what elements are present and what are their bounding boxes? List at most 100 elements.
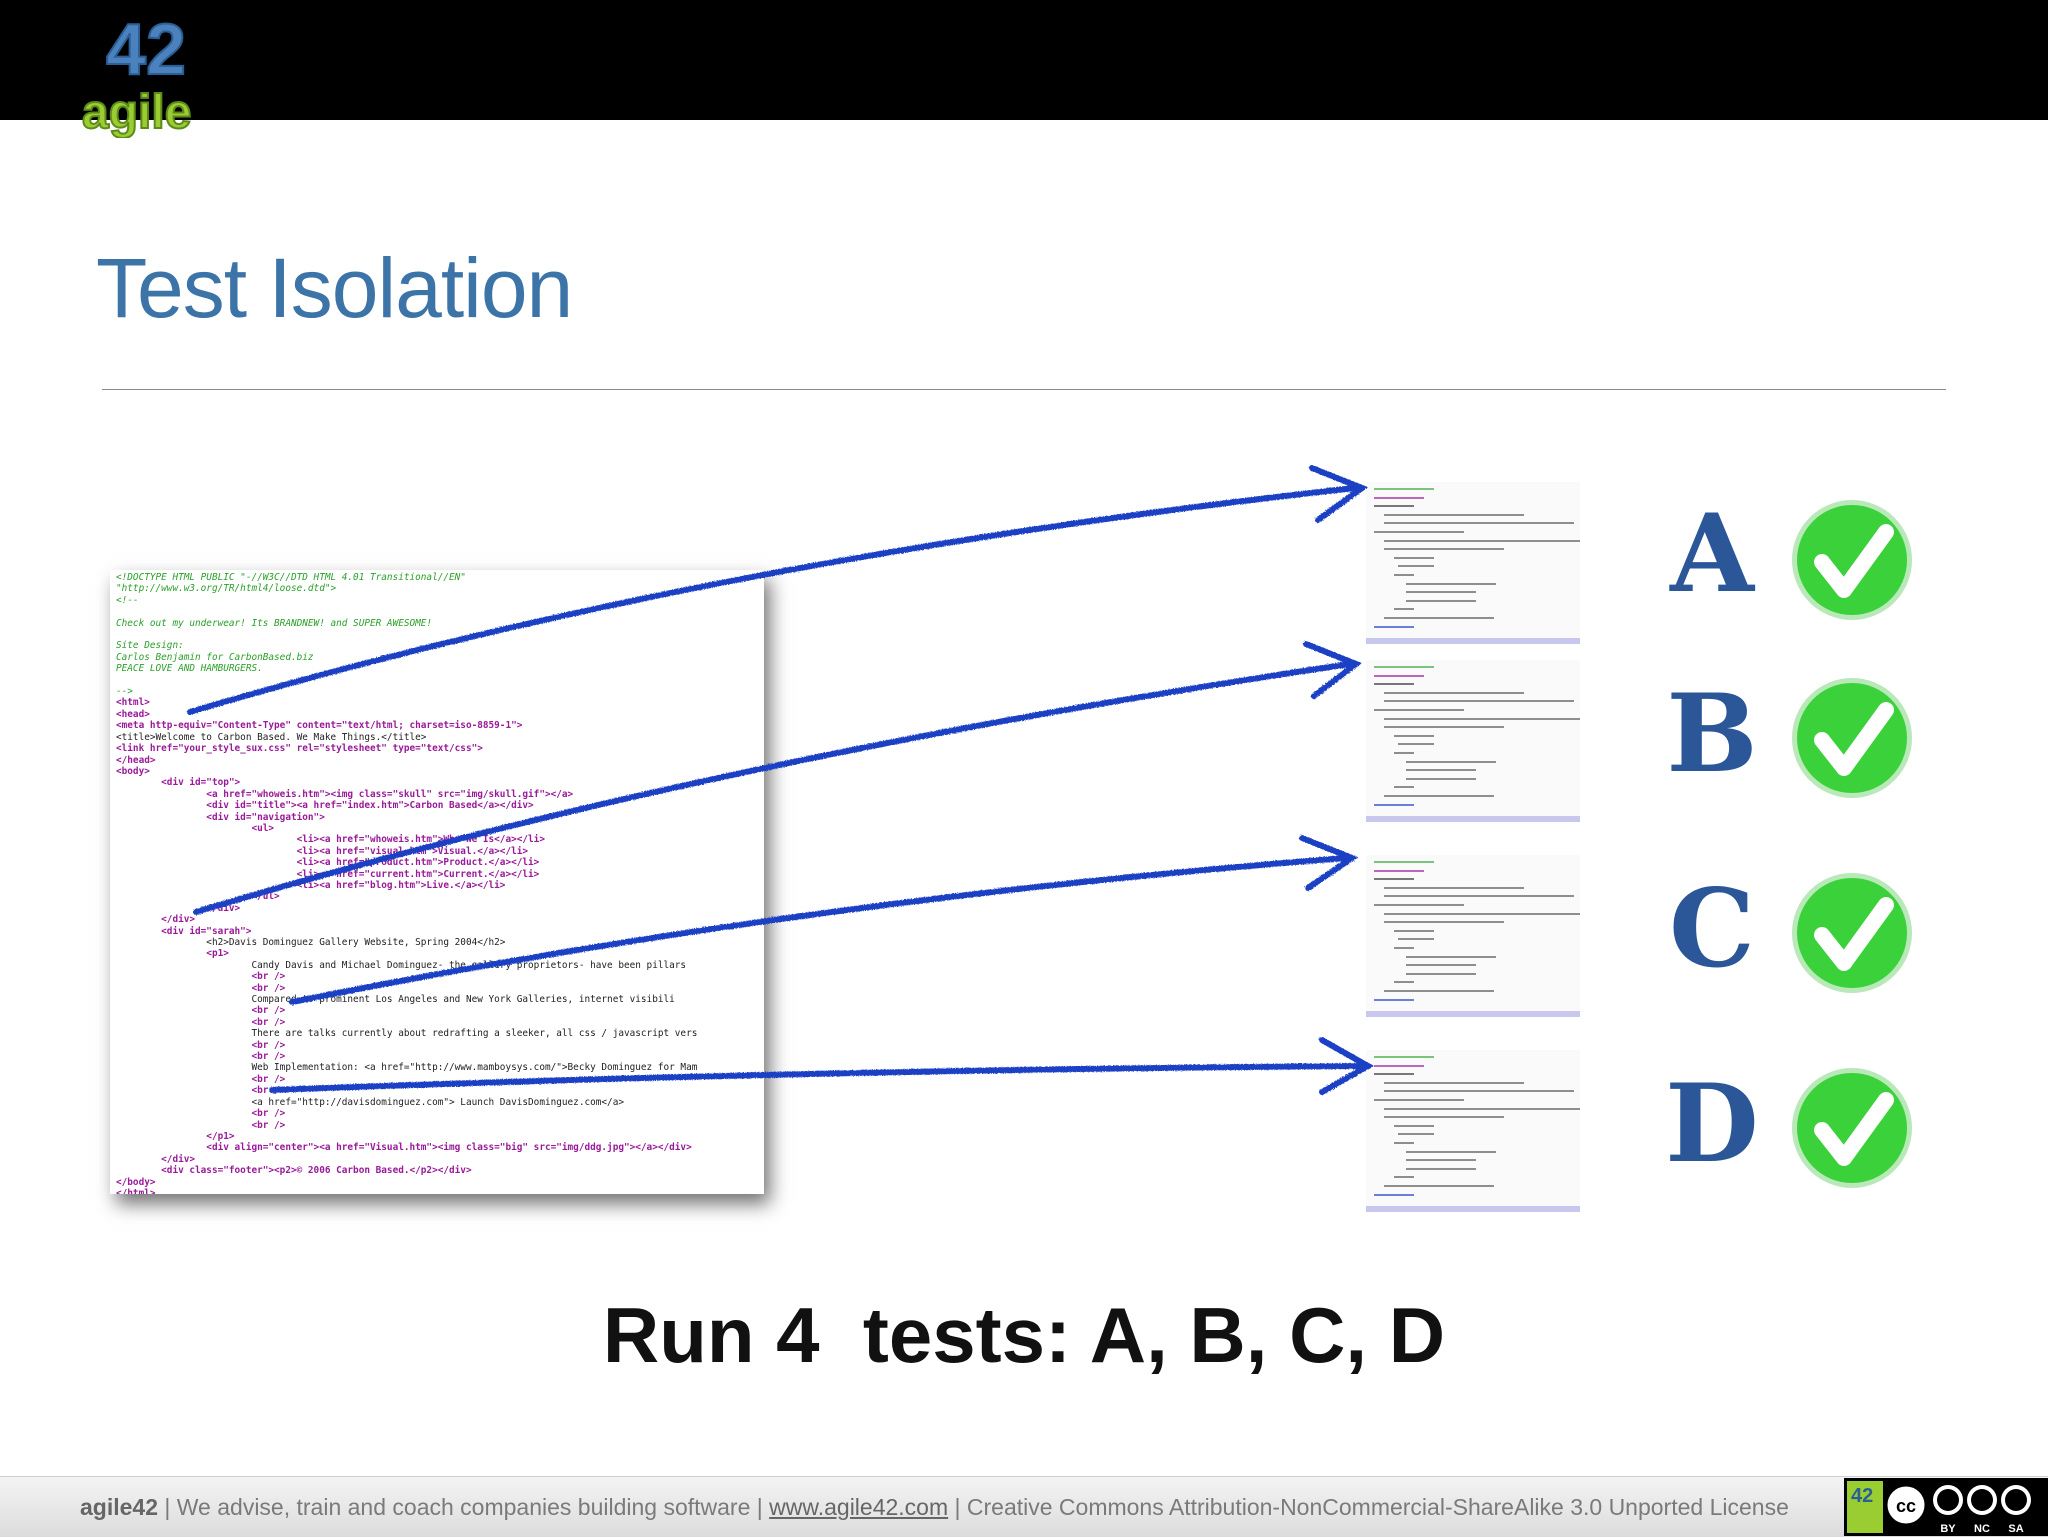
thumbnail-code-line	[1406, 599, 1476, 602]
test-code-thumbnail-d	[1366, 1050, 1580, 1212]
thumbnail-code-line	[1374, 803, 1414, 806]
thumbnail-code-line	[1406, 964, 1476, 967]
source-code-line: </head>	[116, 754, 156, 766]
thumbnail-code-line	[1406, 769, 1476, 772]
thumbnail-code-line	[1384, 886, 1524, 889]
thumbnail-code-line	[1394, 1124, 1434, 1127]
source-code-line: <br />	[116, 1108, 286, 1120]
thumbnail-code-line	[1384, 548, 1504, 551]
source-code-line: <br />	[116, 1005, 286, 1017]
thumbnail-code-line	[1398, 1133, 1434, 1136]
thumbnail-code-line	[1384, 700, 1574, 703]
footer-brand: agile42	[80, 1494, 158, 1520]
footer-separator: |	[158, 1494, 177, 1520]
source-code-line: </html>	[116, 1187, 156, 1194]
svg-text:cc: cc	[1896, 1496, 1916, 1516]
thumbnail-code-line	[1384, 513, 1524, 516]
thumbnail-code-line	[1406, 1150, 1496, 1153]
source-code-line: <br />	[116, 1119, 286, 1131]
source-code-line: <div id="navigation">	[116, 811, 325, 823]
html-source-document: <!DOCTYPE HTML PUBLIC "-//W3C//DTD HTML …	[110, 570, 764, 1194]
test-label-d: D	[1665, 1061, 1759, 1187]
thumbnail-code-line	[1374, 1193, 1414, 1196]
test-label-a: A	[1670, 491, 1754, 617]
green-check-icon	[1792, 500, 1912, 620]
logo-number: 42	[106, 10, 186, 90]
source-code-line: <li><a href="product.htm">Product.</a></…	[116, 857, 540, 869]
source-code-line: Check out my underwear! Its BRANDNEW! an…	[116, 617, 433, 629]
thumbnail-code-line	[1374, 683, 1414, 686]
badge-label-by: BY	[1940, 1523, 1956, 1535]
source-code-line: </div>	[116, 902, 241, 914]
source-code-line: PEACE LOVE AND HAMBURGERS.	[116, 663, 263, 675]
source-code-line: <li><a href="whoweis.htm">Who We Is</a><…	[116, 834, 545, 846]
source-code-line: <li><a href="blog.htm">Live.</a></li>	[116, 879, 506, 891]
thumbnail-code-line	[1384, 895, 1574, 898]
source-code-line: <br />	[116, 1051, 286, 1063]
source-code-line: <br />	[116, 971, 286, 983]
source-code-line: Carlos Benjamin for CarbonBased.biz	[116, 651, 314, 663]
thumbnail-code-line	[1394, 947, 1414, 949]
thumbnail-code-line	[1374, 1099, 1464, 1101]
thumbnail-code-line	[1394, 752, 1414, 754]
thumbnail-code-line	[1384, 617, 1494, 619]
cc-license-badge-icon[interactable]: 42 cc BY NC SA	[1844, 1478, 2048, 1536]
thumbnail-code-line	[1384, 1081, 1524, 1084]
thumbnail-code-line	[1384, 522, 1574, 525]
source-code-lines: <!DOCTYPE HTML PUBLIC "-//W3C//DTD HTML …	[116, 572, 697, 1194]
thumbnail-code-line	[1384, 795, 1494, 797]
footer-separator: |	[948, 1494, 967, 1520]
green-check-icon	[1792, 678, 1912, 798]
thumbnail-code-line	[1384, 912, 1580, 915]
source-code-line: <html>	[116, 697, 150, 709]
slide-title: Test Isolation	[96, 241, 573, 335]
thumbnail-code-line	[1398, 565, 1434, 568]
thumbnail-code-line	[1374, 496, 1424, 499]
test-code-thumbnail-b	[1366, 660, 1580, 822]
source-code-line: Web Implementation: <a href="http://www.…	[116, 1062, 698, 1074]
thumbnail-code-line	[1374, 869, 1424, 872]
source-code-line: <br />	[116, 1073, 286, 1085]
agile42-logo-icon: 42 agile	[81, 10, 192, 138]
thumbnail-code-line	[1394, 1176, 1414, 1179]
thumbnail-code-line	[1384, 539, 1580, 542]
arrow-to-test-d	[269, 1037, 1375, 1095]
source-code-line: <div class="footer"><p2>© 2006 Carbon Ba…	[116, 1165, 472, 1177]
thumbnail-code-line	[1394, 1142, 1414, 1144]
green-check-icon	[1792, 1068, 1912, 1188]
thumbnail-code-line	[1398, 938, 1434, 941]
source-code-line: <a href="http://davisdominguez.com"> Lau…	[116, 1096, 624, 1108]
source-code-line: </p1>	[116, 1130, 235, 1142]
thumbnail-code-line	[1406, 760, 1496, 763]
thumbnail-code-line	[1406, 582, 1496, 585]
source-code-line: <!DOCTYPE HTML PUBLIC "-//W3C//DTD HTML …	[116, 572, 466, 583]
title-divider	[102, 389, 1946, 390]
source-code-line: Site Design:	[116, 640, 184, 652]
source-code-line: <br />	[116, 982, 286, 994]
thumbnail-code-line	[1374, 878, 1414, 881]
thumbnail-code-line	[1374, 861, 1434, 863]
source-code-line: <div id="sarah">	[116, 925, 252, 937]
footer-url-link[interactable]: www.agile42.com	[769, 1494, 949, 1520]
thumbnail-code-line	[1374, 666, 1434, 668]
source-code-line: <p1>	[116, 948, 229, 960]
thumbnail-code-line	[1374, 674, 1424, 677]
source-code-line: <li><a href="current.htm">Current.</a></…	[116, 868, 540, 880]
thumbnail-code-line	[1406, 1167, 1476, 1170]
source-code-line: <!--	[116, 594, 139, 606]
thumbnail-code-line	[1394, 981, 1414, 984]
test-label-b: B	[1666, 671, 1758, 797]
badge-logo-number: 42	[1851, 1485, 1873, 1507]
thumbnail-code-line	[1394, 574, 1414, 576]
source-code-line: <head>	[116, 708, 150, 720]
source-code-line: <div id="top">	[116, 777, 241, 789]
thumbnail-code-line	[1384, 1116, 1504, 1119]
thumbnail-code-line	[1374, 505, 1414, 508]
thumbnail-code-line	[1406, 955, 1496, 958]
thumbnail-code-line	[1406, 777, 1476, 780]
footer-bar: agile42 | We advise, train and coach com…	[0, 1476, 2048, 1537]
source-code-line: <div id="title"><a href="index.htm">Carb…	[116, 800, 534, 812]
source-code-line: <link href="your_style_sux.css" rel="sty…	[116, 743, 483, 755]
thumbnail-code-line	[1384, 691, 1524, 694]
thumbnail-code-line	[1384, 717, 1580, 720]
